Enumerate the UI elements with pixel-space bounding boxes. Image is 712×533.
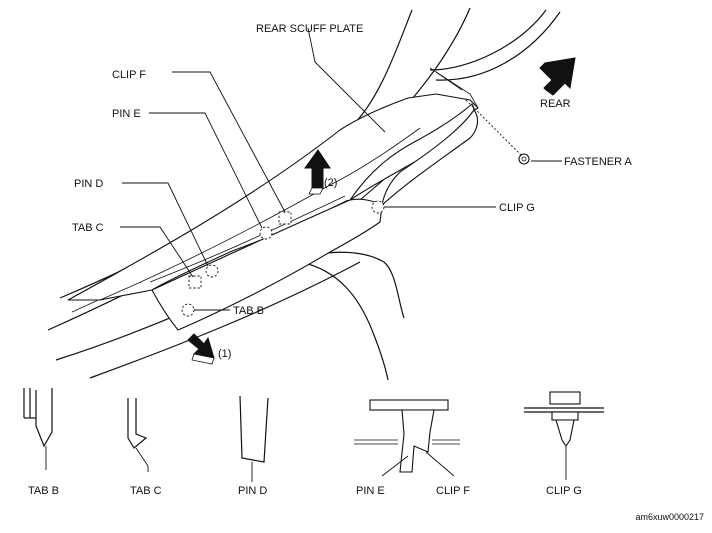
tab-c-label: TAB C [72, 222, 104, 234]
step-2-label: (2) [324, 177, 337, 189]
direction-1-arrow-icon [187, 333, 215, 365]
fastener-a-part [465, 99, 530, 165]
detail-pin-e-label: PIN E [356, 485, 385, 497]
tab-c-detail [127, 398, 149, 472]
detail-tab-c-label: TAB C [130, 485, 162, 497]
pin-e-marker [259, 226, 273, 240]
fastener-a-label: FASTENER A [564, 156, 633, 168]
detail-clip-f-label: CLIP F [436, 485, 470, 497]
pin-d-detail [239, 395, 269, 482]
clip-f-marker [278, 211, 292, 225]
detail-clip-g-label: CLIP G [546, 485, 582, 497]
pin-d-label: PIN D [74, 178, 103, 190]
tab-b-detail [23, 388, 53, 470]
pin-d-marker [205, 264, 219, 278]
step-1-label: (1) [218, 348, 231, 360]
tab-c-marker [188, 275, 202, 289]
figure-code: am6xuw0000217 [635, 512, 704, 522]
clip-g-marker [371, 200, 385, 214]
clip-g-detail [524, 391, 604, 480]
rear-label: REAR [540, 98, 571, 110]
rear-scuff-plate-panel [67, 67, 479, 331]
leader-lines [120, 27, 562, 311]
rear-scuff-plate-label: REAR SCUFF PLATE [256, 23, 363, 35]
pin-e-clip-f-detail [354, 399, 460, 477]
detail-pin-d-label: PIN D [238, 485, 267, 497]
clip-g-label: CLIP G [499, 202, 535, 214]
pin-e-label: PIN E [112, 108, 141, 120]
tab-b-marker [181, 303, 195, 317]
tab-b-label: TAB B [233, 305, 264, 317]
detail-tab-b-label: TAB B [28, 485, 59, 497]
rear-direction-icon [539, 57, 576, 96]
clip-f-label: CLIP F [112, 69, 146, 81]
direction-2-arrow-icon [304, 149, 331, 195]
